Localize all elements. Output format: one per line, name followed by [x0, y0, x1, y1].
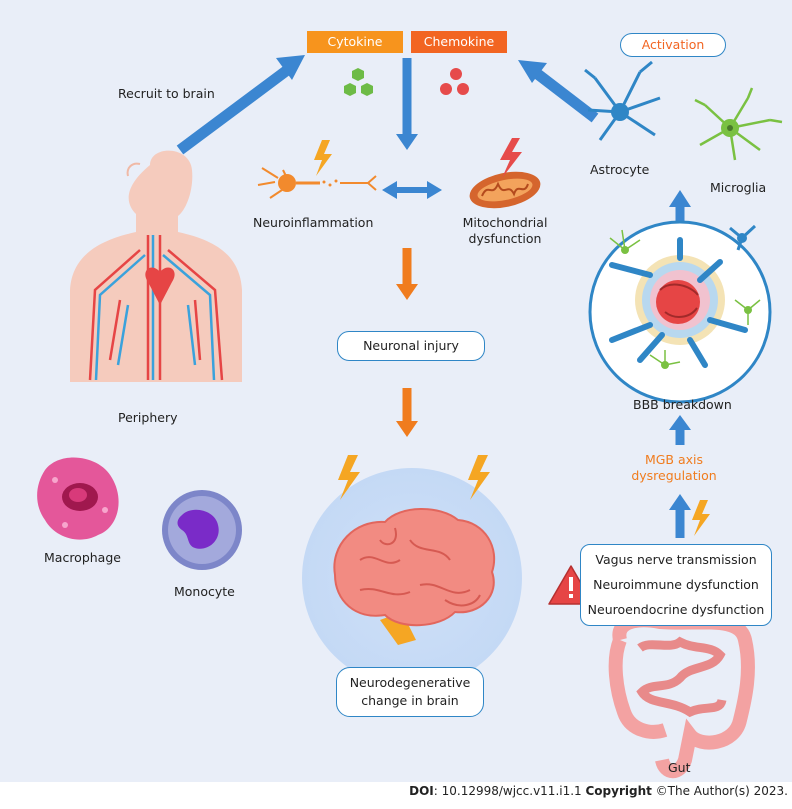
neurodeg-line2: change in brain — [361, 693, 459, 708]
macrophage-icon — [37, 457, 119, 540]
cytokine-molecules-icon — [344, 68, 373, 96]
human-periphery-icon — [70, 150, 242, 382]
monocyte-icon — [162, 490, 242, 570]
monocyte-label: Monocyte — [174, 584, 235, 599]
lightning-icon — [692, 500, 710, 536]
mitochondria-icon — [469, 171, 541, 209]
chemokine-molecules-icon — [440, 68, 469, 95]
mgb-label: MGB axis dysregulation — [624, 452, 724, 484]
lightning-icon — [468, 455, 490, 500]
copyright-value: ©The Author(s) 2023. — [651, 784, 788, 798]
mito-label-line1: Mitochondrial — [462, 215, 548, 230]
bbb-circle-icon — [588, 220, 772, 404]
bbb-label: BBB breakdown — [633, 397, 732, 412]
mito-label-line2: dysfunction — [468, 231, 542, 246]
recruit-arrow — [176, 63, 294, 155]
doi-label: DOI — [409, 784, 434, 798]
mgb-label-line1: MGB axis — [644, 452, 704, 467]
lightning-icon — [314, 140, 332, 176]
neuron-icon — [257, 167, 377, 199]
gut-brain-box: Vagus nerve transmission Neuroimmune dys… — [580, 544, 772, 626]
recruit-label: Recruit to brain — [118, 86, 215, 101]
diagram-canvas: Cytokine Chemokine Activation Recruit to… — [0, 0, 792, 782]
footer-citation: DOI: 10.12998/wjcc.v11.i1.1 Copyright ©T… — [0, 784, 788, 798]
astrocyte-icon — [584, 60, 661, 141]
periphery-label: Periphery — [118, 410, 178, 425]
chemokine-tag: Chemokine — [411, 31, 507, 53]
gut-label: Gut — [668, 760, 691, 775]
copyright-label: Copyright — [585, 784, 652, 798]
astrocyte-label: Astrocyte — [590, 162, 650, 177]
neurodeg-box: Neurodegenerative change in brain — [336, 667, 484, 717]
vagus-text: Vagus nerve transmission — [595, 552, 757, 567]
brain-icon — [333, 508, 496, 645]
mito-label: Mitochondrial dysfunction — [460, 215, 550, 247]
activation-arrow — [531, 67, 599, 123]
mgb-label-line2: dysregulation — [631, 468, 717, 483]
macrophage-label: Macrophage — [44, 550, 121, 565]
cytokine-tag: Cytokine — [307, 31, 403, 53]
diagram-graphics — [37, 55, 783, 779]
neuroimmune-text: Neuroimmune dysfunction — [593, 577, 759, 592]
gut-icon — [608, 613, 755, 779]
microglia-icon — [694, 87, 783, 161]
microglia-label: Microglia — [710, 180, 767, 195]
lightning-icon — [500, 138, 522, 178]
doi-value: : 10.12998/wjcc.v11.i1.1 — [433, 784, 586, 798]
neuroendocrine-text: Neuroendocrine dysfunction — [587, 602, 765, 617]
neuroinflammation-label: Neuroinflammation — [253, 215, 374, 230]
activation-tag: Activation — [620, 33, 726, 57]
neuronal-injury-box: Neuronal injury — [337, 331, 485, 361]
neurodeg-line1: Neurodegenerative — [349, 675, 471, 690]
lightning-icon — [338, 455, 360, 500]
